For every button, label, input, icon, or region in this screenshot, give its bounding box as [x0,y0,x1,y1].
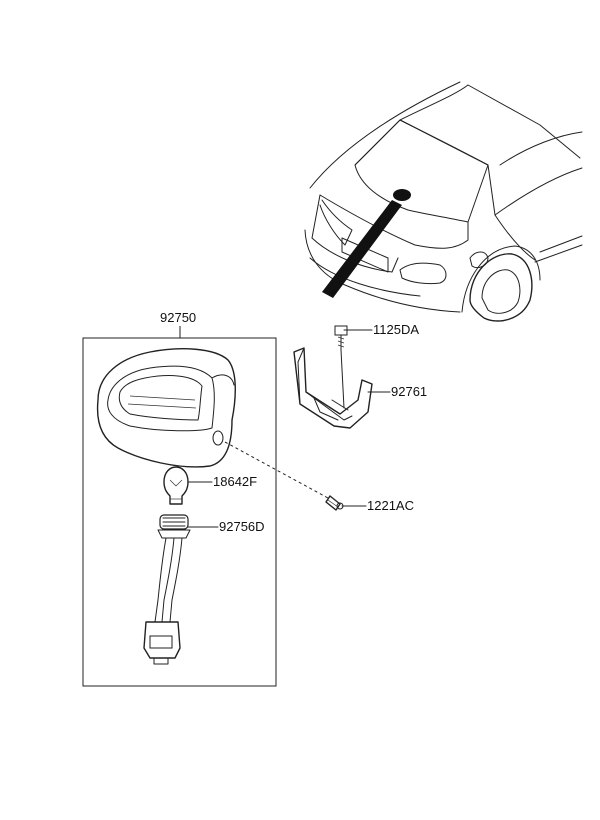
bracket-illustration [293,347,373,429]
part-label-92756D: 92756D [219,519,265,534]
stop-lamp-housing [96,348,236,468]
part-label-1125DA: 1125DA [373,322,419,337]
socket-wiring [143,514,191,665]
part-label-18642F: 18642F [213,474,257,489]
bulb-icon [163,466,189,505]
leader-lines [187,329,391,528]
part-label-92750: 92750 [160,310,196,325]
assembly-frame [82,326,277,687]
part-label-1221AC: 1221AC [367,498,414,513]
part-label-92761: 92761 [391,384,427,399]
screw-icon [325,495,344,511]
vehicle-rear-illustration [304,81,583,322]
